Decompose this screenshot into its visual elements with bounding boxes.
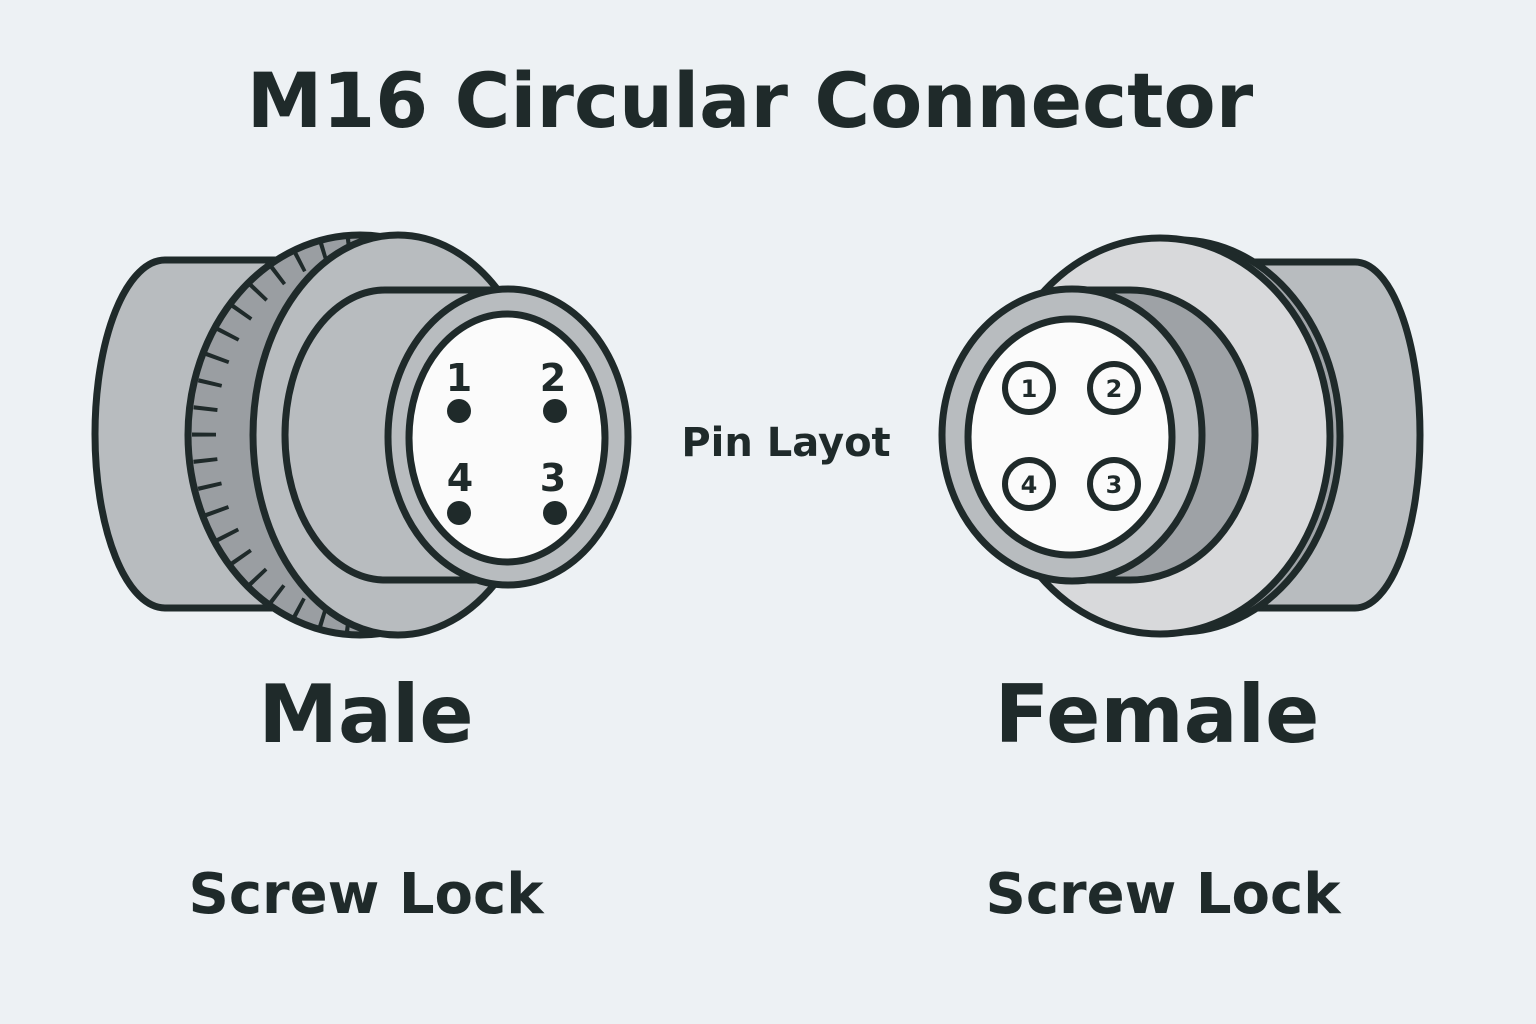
pin-layout-label: Pin Layot — [681, 420, 890, 466]
female-socket-1: 1 — [1002, 361, 1056, 415]
male-pin-label-3: 3 — [540, 456, 566, 500]
male-face-insert — [405, 310, 609, 566]
female-connector: 1 2 3 4 — [938, 234, 1424, 638]
male-pin-1 — [447, 399, 471, 423]
male-connector: 1 2 3 4 — [91, 231, 632, 639]
diagram-title: M16 Circular Connector — [247, 56, 1254, 145]
female-pin-label-4: 4 — [1021, 471, 1038, 499]
female-socket-3: 3 — [1087, 457, 1141, 511]
male-pin-label-1: 1 — [446, 356, 472, 400]
male-pin-label-2: 2 — [540, 356, 566, 400]
female-pin-label-2: 2 — [1106, 375, 1123, 403]
female-socket-2: 2 — [1087, 361, 1141, 415]
female-pin-label-3: 3 — [1106, 471, 1123, 499]
female-label: Female — [995, 668, 1320, 761]
female-face-insert — [964, 315, 1176, 559]
male-pin-4 — [447, 501, 471, 525]
male-label: Male — [258, 668, 473, 761]
female-socket-4: 4 — [1002, 457, 1056, 511]
female-pin-label-1: 1 — [1021, 375, 1038, 403]
male-pin-2 — [543, 399, 567, 423]
male-pin-label-4: 4 — [447, 456, 473, 500]
male-lock-type: Screw Lock — [189, 862, 546, 927]
male-pin-3 — [543, 501, 567, 525]
female-lock-type: Screw Lock — [986, 862, 1343, 927]
